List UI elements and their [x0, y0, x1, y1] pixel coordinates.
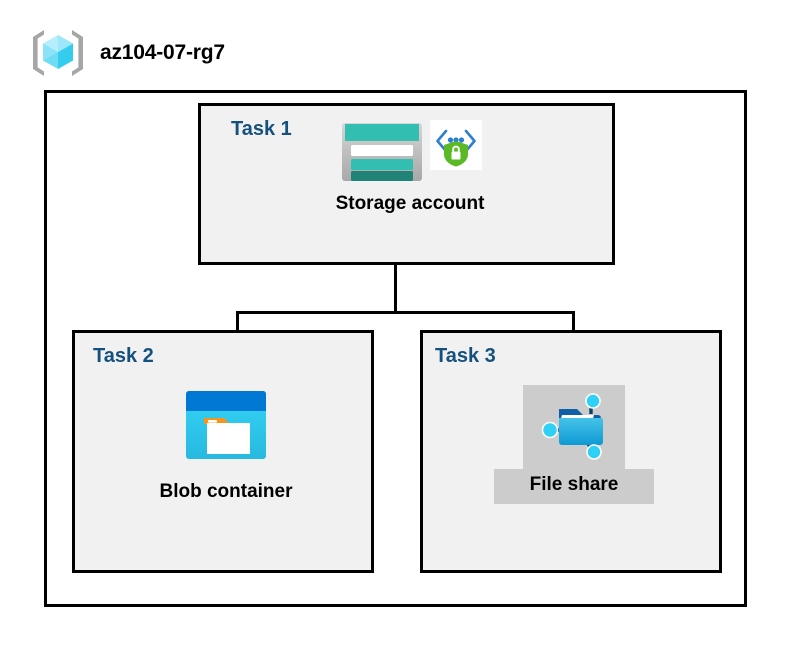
file-share-label: File share: [529, 474, 619, 495]
storage-account-icon: [339, 120, 425, 189]
task-2-box: Task 2: [72, 330, 374, 573]
private-endpoint-icon: [429, 120, 482, 175]
resource-group-title: az104-07-rg7: [100, 41, 225, 64]
task-1-box: Task 1: [198, 103, 615, 265]
resource-group-icon: [30, 27, 86, 79]
resource-group-header: az104-07-rg7: [30, 27, 225, 79]
connector-storage-account-to-bus: [394, 265, 397, 313]
storage-account-label: Storage account: [335, 193, 485, 214]
file-share-icon: [535, 390, 613, 467]
node-file-share[interactable]: File share: [493, 385, 655, 504]
storage-account-icon-row: [339, 120, 482, 184]
task-3-label: Task 3: [435, 345, 496, 367]
task-1-label: Task 1: [231, 118, 292, 140]
node-blob-container[interactable]: Blob container: [117, 389, 335, 503]
file-share-icon-highlight: [523, 385, 625, 469]
blob-container-label: Blob container: [159, 481, 293, 502]
node-storage-account[interactable]: Storage account: [296, 120, 524, 215]
connector-branch-bus: [236, 311, 575, 314]
file-share-label-highlight: File share: [493, 469, 655, 504]
blob-container-icon: [184, 389, 268, 466]
task-3-box: Task 3: [420, 330, 722, 573]
task-2-label: Task 2: [93, 345, 154, 367]
